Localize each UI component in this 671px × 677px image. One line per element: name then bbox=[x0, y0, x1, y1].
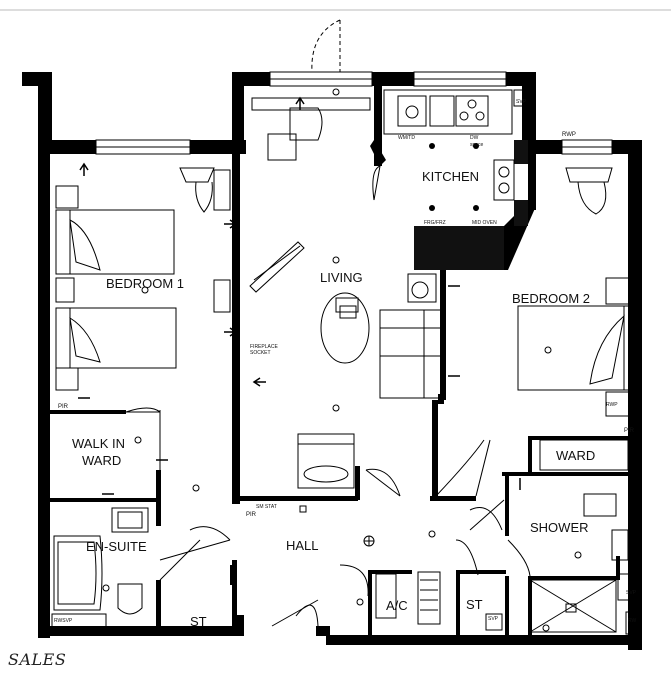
note-svp-kitchen: SVP bbox=[516, 99, 527, 105]
balcony-door bbox=[311, 19, 341, 73]
kitchen-fittings bbox=[383, 89, 533, 201]
label-bedroom1: BEDROOM 1 bbox=[106, 276, 184, 291]
windows bbox=[95, 71, 613, 155]
label-living: LIVING bbox=[320, 270, 363, 285]
label-st-right: ST bbox=[466, 597, 483, 612]
exterior-walls bbox=[22, 72, 642, 650]
door-swings bbox=[125, 165, 531, 627]
bed2-bed bbox=[517, 305, 639, 391]
label-walk-in-1: WALK IN bbox=[72, 436, 125, 451]
bathtub bbox=[53, 535, 103, 611]
label-st-left: ST bbox=[190, 614, 207, 629]
ceiling-points bbox=[102, 88, 582, 632]
kitchen-walls bbox=[370, 86, 536, 270]
shower-tray bbox=[529, 579, 617, 633]
label-ensuite: EN-SUITE bbox=[86, 539, 147, 554]
sales-label: SALES bbox=[8, 650, 67, 669]
note-pir-bed1: PIR bbox=[58, 404, 69, 410]
note-rwp-bed2: RWP bbox=[606, 402, 618, 408]
note-sm-stat: SM STAT bbox=[256, 504, 277, 510]
note-svp-shower: SVP bbox=[626, 590, 637, 596]
bathroom-fittings bbox=[51, 493, 639, 635]
label-hall: HALL bbox=[286, 538, 319, 553]
kitchen-points bbox=[429, 143, 479, 211]
note-rwsvp: RWSVP bbox=[54, 618, 73, 624]
note-frg-frz: FRG/FRZ bbox=[424, 220, 446, 226]
interior-walls bbox=[48, 86, 642, 636]
note-dw-2: space bbox=[470, 142, 484, 148]
label-ac: A/C bbox=[386, 598, 408, 613]
bedroom2-furniture bbox=[517, 167, 639, 471]
note-fireplace-2: SOCKET bbox=[250, 350, 271, 356]
note-wm-td: WM/TD bbox=[398, 135, 415, 141]
living-furniture bbox=[249, 97, 443, 489]
coffee-table bbox=[320, 292, 370, 364]
bed1-bed-a bbox=[55, 209, 175, 275]
note-dw-1: DW bbox=[470, 135, 479, 141]
armchair-living bbox=[297, 433, 355, 489]
label-shower: SHOWER bbox=[530, 520, 589, 535]
note-pir-hall: PIR bbox=[246, 512, 257, 518]
switch-markers bbox=[78, 96, 640, 501]
bedroom1-furniture bbox=[55, 167, 231, 391]
note-rw: RW bbox=[628, 618, 637, 624]
label-ward: WARD bbox=[556, 448, 595, 463]
note-mid-oven: MID OVEN bbox=[472, 220, 497, 226]
bed1-bed-b bbox=[55, 307, 177, 369]
label-walk-in-2: WARD bbox=[82, 453, 121, 468]
label-kitchen: KITCHEN bbox=[422, 169, 479, 184]
note-rwp: RWP bbox=[562, 132, 576, 138]
note-fireplace-1: FIREPLACE bbox=[250, 344, 278, 350]
label-bedroom2: BEDROOM 2 bbox=[512, 291, 590, 306]
note-pir-bed2: PIR bbox=[624, 428, 635, 434]
sofa bbox=[379, 309, 443, 399]
note-svp-st: SVP bbox=[488, 616, 499, 622]
